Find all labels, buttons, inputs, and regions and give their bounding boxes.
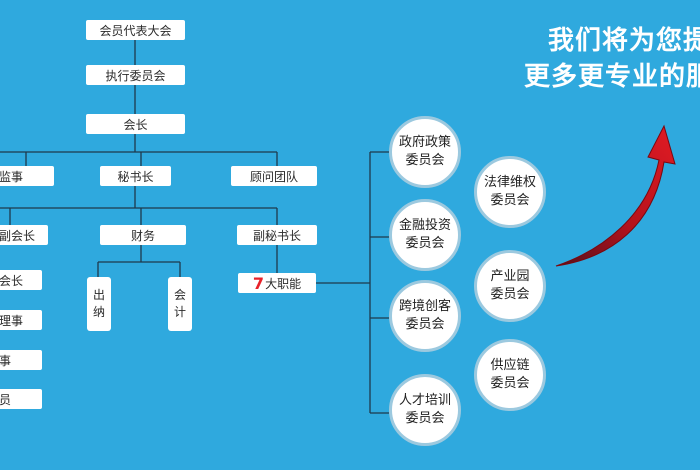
secretary-general-box: 秘书长 (100, 166, 171, 186)
committee-suffix: 委员会 (405, 317, 445, 332)
seven-functions-box: 7 大职能 (238, 273, 316, 293)
committee-title: 政府政策 (398, 135, 451, 150)
cashier-char-2: 纳 (92, 305, 105, 319)
left-column-item: 会长 (0, 270, 42, 290)
committee-legal-rights: 法律维权 委员会 (474, 156, 546, 228)
accountant-char-1: 会 (173, 288, 186, 302)
finance-box: 财务 (100, 225, 186, 245)
committee-suffix: 委员会 (405, 411, 445, 426)
committee-government-policy: 政府政策 委员会 (389, 116, 461, 188)
committee-title: 法律维权 (483, 175, 536, 190)
accountant-char-2: 计 (173, 305, 186, 319)
committee-suffix: 委员会 (490, 376, 530, 391)
committee-title: 供应链 (490, 358, 530, 373)
committee-suffix: 委员会 (490, 287, 530, 302)
committee-talent-training: 人才培训 委员会 (389, 374, 461, 446)
committee-suffix: 委员会 (405, 153, 445, 168)
cashier-box: 出 纳 (87, 277, 111, 331)
deputy-secretary-box: 副秘书长 (237, 225, 317, 245)
slogan-line-1: 我们将为您提 (548, 26, 700, 56)
president-box: 会长 (86, 114, 185, 134)
committee-cross-border-makers: 跨境创客 委员会 (389, 280, 461, 352)
committee-title: 产业园 (490, 269, 530, 284)
committee-suffix: 委员会 (490, 193, 530, 208)
committee-title: 金融投资 (398, 218, 451, 233)
committee-industrial-park: 产业园 委员会 (474, 250, 546, 322)
assembly-box: 会员代表大会 (86, 20, 185, 40)
left-column-item: 事 (0, 350, 42, 370)
functions-number: 7 (252, 273, 265, 293)
functions-label: 大职能 (265, 276, 302, 291)
left-column-item: 员 (0, 389, 42, 409)
cashier-char-1: 出 (92, 288, 105, 302)
committee-title: 跨境创客 (398, 299, 451, 314)
committee-financial-investment: 金融投资 委员会 (389, 199, 461, 271)
accountant-box: 会 计 (168, 277, 192, 331)
committee-suffix: 委员会 (405, 236, 445, 251)
left-column-item: 理事 (0, 310, 42, 330)
executive-committee-box: 执行委员会 (86, 65, 185, 85)
vice-president-box: 副会长 (0, 225, 48, 245)
slogan-line-2: 更多更专业的服 (524, 62, 700, 92)
advisors-box: 顾问团队 (231, 166, 317, 186)
committee-title: 人才培训 (398, 393, 451, 408)
committee-supply-chain: 供应链 委员会 (474, 339, 546, 411)
supervisor-box: 监事 (0, 166, 54, 186)
